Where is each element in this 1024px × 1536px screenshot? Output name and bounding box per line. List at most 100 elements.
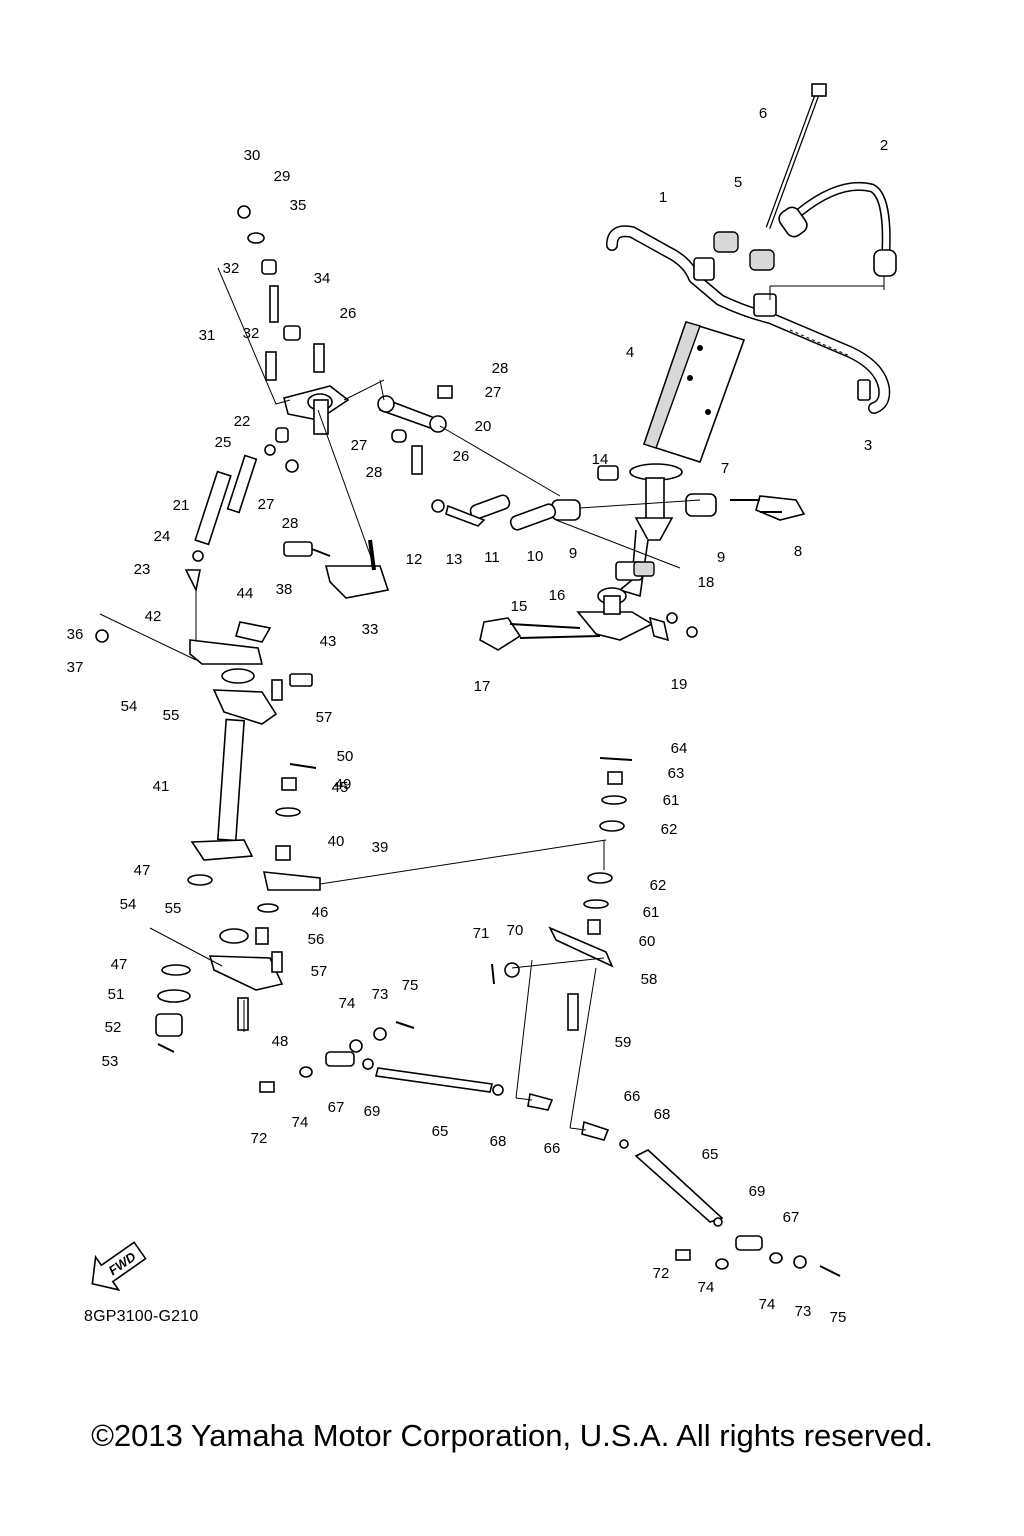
callout-52: 52: [105, 1019, 122, 1036]
drawing-code: 8GP3100-G210: [84, 1308, 199, 1325]
callout-71: 71: [473, 925, 490, 942]
callout-55: 55: [165, 900, 182, 917]
callout-25: 25: [215, 434, 232, 451]
callout-20: 20: [475, 418, 492, 435]
clamps: [551, 465, 717, 521]
callout-34: 34: [314, 270, 331, 287]
cotter-and-nut: [491, 962, 520, 985]
callout-62: 62: [650, 877, 667, 894]
callout-55: 55: [163, 707, 180, 724]
callout-47: 47: [111, 956, 128, 973]
callout-13: 13: [446, 551, 463, 568]
callout-36: 36: [67, 626, 84, 643]
callout-66: 66: [624, 1088, 641, 1105]
callout-14: 14: [592, 451, 609, 468]
upper-plate-assembly: [237, 205, 350, 435]
callout-8: 8: [794, 543, 802, 560]
steering-parts-diagram: FWD 123456789910111213141516171819202122…: [67, 83, 897, 1326]
callout-28: 28: [492, 360, 509, 377]
callout-72: 72: [251, 1130, 268, 1147]
callout-74: 74: [292, 1114, 309, 1131]
callout-42: 42: [145, 608, 162, 625]
pitman-arm-bracket: [730, 495, 806, 521]
idler-arm: [255, 763, 321, 945]
handlebar-bolt: [857, 379, 871, 401]
column-bracket: [479, 587, 698, 651]
callout-38: 38: [276, 581, 293, 598]
hose: [778, 181, 897, 277]
column-cover: [642, 321, 746, 463]
callout-6: 6: [759, 105, 767, 122]
callout-50: 50: [337, 748, 354, 765]
callout-60: 60: [639, 933, 656, 950]
callout-26: 26: [453, 448, 470, 465]
upper-link-arm: [377, 385, 453, 475]
assembly-lines: [99, 267, 885, 1131]
callout-12: 12: [406, 551, 423, 568]
shaft-nut-stack: [155, 964, 191, 1053]
callout-2: 2: [880, 137, 888, 154]
long-bolt: [765, 83, 827, 229]
callout-15: 15: [511, 598, 528, 615]
callout-61: 61: [643, 904, 660, 921]
callout-69: 69: [364, 1103, 381, 1120]
callout-68: 68: [654, 1106, 671, 1123]
callout-49: 49: [335, 776, 352, 793]
callout-5: 5: [734, 174, 742, 191]
callout-39: 39: [372, 839, 389, 856]
callout-10: 10: [527, 548, 544, 565]
callout-54: 54: [120, 896, 137, 913]
callout-43: 43: [320, 633, 337, 650]
callout-28: 28: [282, 515, 299, 532]
callout-22: 22: [234, 413, 251, 430]
callout-23: 23: [134, 561, 151, 578]
callout-9: 9: [717, 549, 725, 566]
callout-31: 31: [199, 327, 216, 344]
callout-29: 29: [274, 168, 291, 185]
callout-57: 57: [316, 709, 333, 726]
callout-51: 51: [108, 986, 125, 1003]
pitman-arm: [95, 621, 313, 687]
callout-54: 54: [121, 698, 138, 715]
link-parts: [431, 494, 557, 531]
callout-69: 69: [749, 1183, 766, 1200]
callout-72: 72: [653, 1265, 670, 1282]
callout-4: 4: [626, 344, 634, 361]
steering-column: [615, 463, 683, 598]
callout-28: 28: [366, 464, 383, 481]
callout-67: 67: [328, 1099, 345, 1116]
callout-65: 65: [702, 1146, 719, 1163]
callout-67: 67: [783, 1209, 800, 1226]
callout-47: 47: [134, 862, 151, 879]
callout-57: 57: [311, 963, 328, 980]
left-tie-rod: [259, 1021, 554, 1111]
callout-24: 24: [154, 528, 171, 545]
callout-19: 19: [671, 676, 688, 693]
callout-48: 48: [272, 1033, 289, 1050]
callout-58: 58: [641, 971, 658, 988]
steering-shaft: [187, 668, 284, 1031]
callout-26: 26: [340, 305, 357, 322]
callout-56: 56: [308, 931, 325, 948]
callout-44: 44: [237, 585, 254, 602]
callout-73: 73: [795, 1303, 812, 1320]
callout-7: 7: [721, 460, 729, 477]
callout-27: 27: [258, 496, 275, 513]
callout-18: 18: [698, 574, 715, 591]
callout-11: 11: [484, 549, 500, 566]
upper-tie-rod: [184, 427, 299, 593]
copyright-notice: ©2013 Yamaha Motor Corporation, U.S.A. A…: [91, 1418, 933, 1453]
callout-46: 46: [312, 904, 329, 921]
callout-74: 74: [759, 1296, 776, 1313]
callout-30: 30: [244, 147, 261, 164]
callout-45: 45: [332, 779, 349, 796]
callout-74: 74: [339, 995, 356, 1012]
callout-33: 33: [362, 621, 379, 638]
right-tie-rod: [581, 1120, 841, 1277]
callout-74: 74: [698, 1279, 715, 1296]
callout-41: 41: [153, 778, 170, 795]
callout-40: 40: [328, 833, 345, 850]
callout-75: 75: [830, 1309, 847, 1326]
callout-3: 3: [864, 437, 872, 454]
